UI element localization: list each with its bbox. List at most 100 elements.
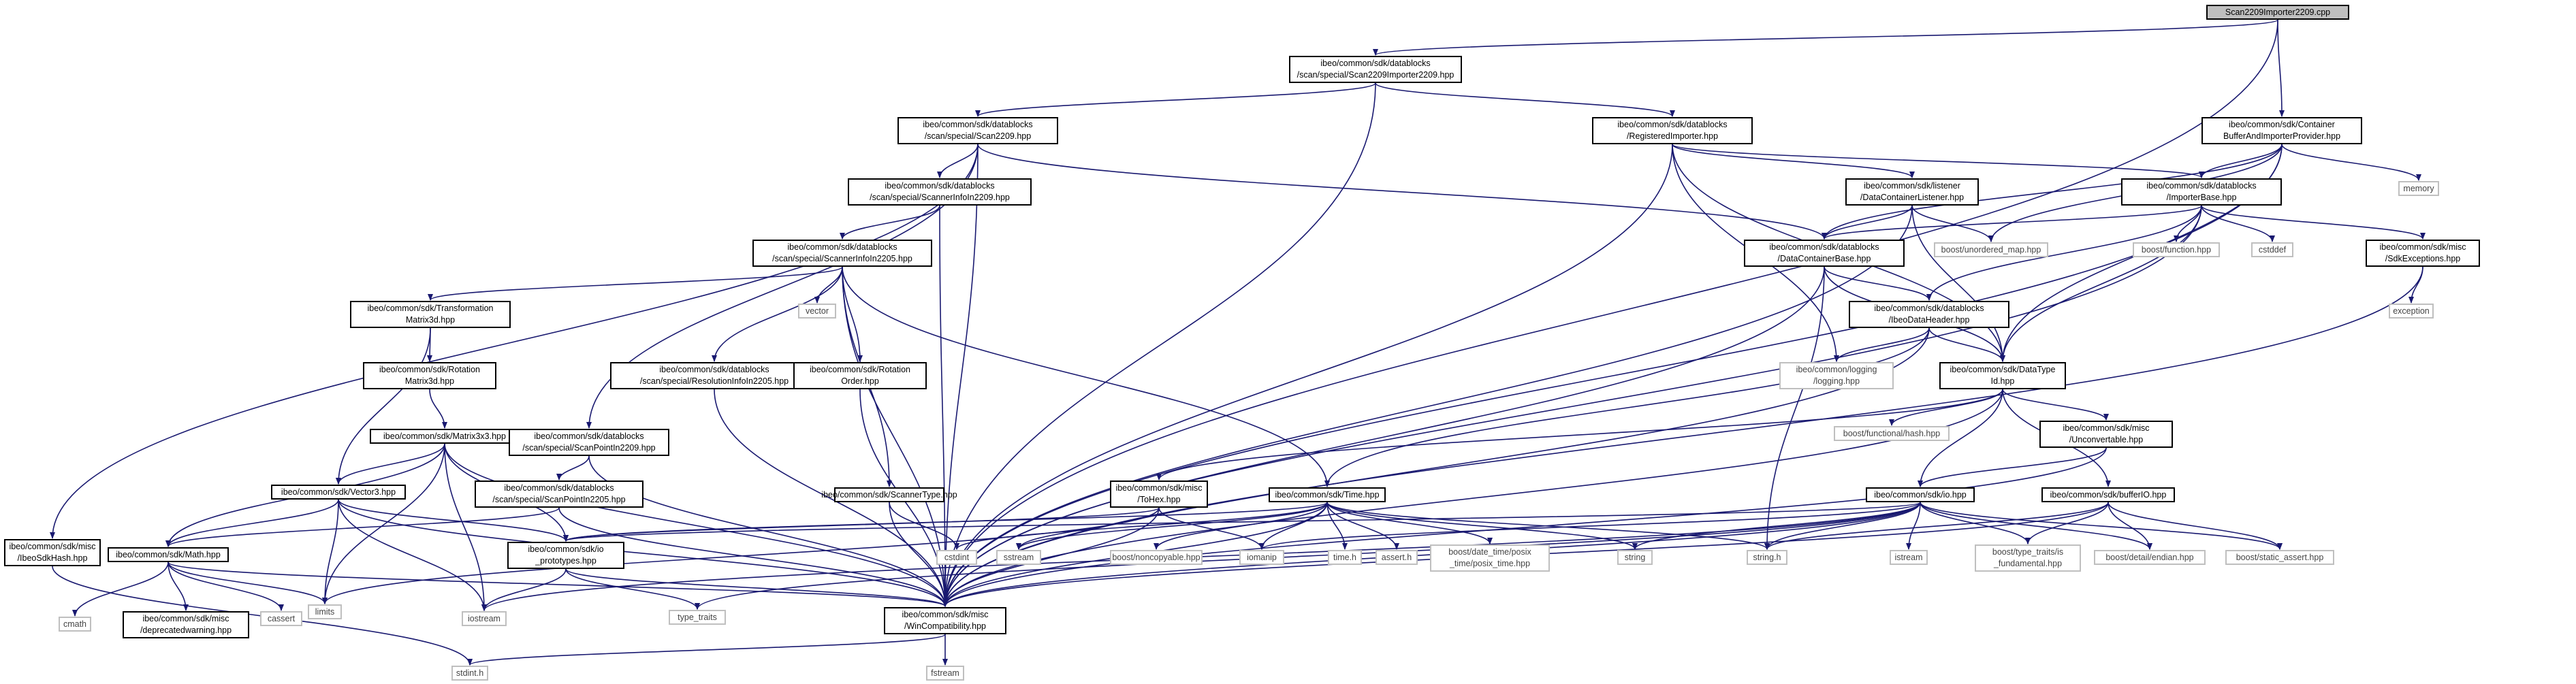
node-resinfo[interactable]: ibeo/common/sdk/datablocks/scan/special/…: [610, 362, 818, 389]
node-label: Order.hpp: [841, 376, 879, 386]
node-label: cstddef: [2258, 244, 2287, 255]
edge-impbase-to-dcbase: [1822, 205, 2202, 240]
node-label: /ImporterBase.hpp: [2166, 193, 2237, 202]
node-tohex[interactable]: ibeo/common/sdk/misc/ToHex.hpp: [1110, 481, 1208, 508]
node-label: ibeo/common/sdk/datablocks: [659, 365, 769, 374]
edge-vec3-to-iostream: [338, 499, 487, 611]
node-vec3[interactable]: ibeo/common/sdk/Vector3.hpp: [271, 485, 406, 500]
node-label: /scan/special/ScannerInfoIn2209.hpp: [870, 193, 1010, 202]
edge-tohex-to-wincompat: [942, 507, 1160, 607]
edge-sinfo2205-to-resinfo: [712, 266, 843, 362]
node-unconv[interactable]: ibeo/common/sdk/misc/Unconvertable.hpp: [2039, 421, 2173, 448]
node-label: ibeo/common/sdk/listener: [1864, 181, 1960, 191]
node-label: /WinCompatibility.hpp: [904, 621, 986, 631]
node-cstdint: cstdint: [936, 550, 977, 565]
node-ioproto[interactable]: ibeo/common/sdk/io_prototypes.hpp: [507, 542, 624, 569]
edge-time-to-noncopy: [1154, 502, 1328, 550]
node-sp2209[interactable]: ibeo/common/sdk/datablocks/scan/special/…: [509, 429, 669, 456]
node-label: ibeo/common/sdk/datablocks: [1769, 242, 1879, 252]
node-imp[interactable]: ibeo/common/sdk/datablocks/scan/special/…: [1289, 56, 1462, 83]
node-label: boost/date_time/posix: [1448, 547, 1531, 557]
node-asserth: assert.h: [1376, 550, 1418, 565]
node-typetraits: type_traits: [669, 610, 726, 625]
node-label: /scan/special/Scan2209Importer2209.hpp: [1297, 70, 1454, 80]
edge-resinfo-to-wincompat: [714, 389, 948, 607]
edge-sdkexc-to-exception: [2408, 266, 2423, 304]
node-vector: vector: [798, 304, 836, 319]
edge-sinfo2209-to-wincompat: [939, 205, 948, 607]
node-dcl[interactable]: ibeo/common/sdk/listener/DataContainerLi…: [1845, 178, 1979, 206]
edge-time-to-cstdint: [954, 502, 1328, 550]
node-bfhash: boost/functional/hash.hpp: [1834, 426, 1950, 441]
node-ibeohdr[interactable]: ibeo/common/sdk/datablocks/IbeoDataHeade…: [1849, 301, 2009, 328]
node-label: fstream: [931, 668, 959, 678]
node-stype[interactable]: ibeo/common/sdk/ScannerType.hpp: [821, 487, 957, 502]
edge-vec3-to-limits: [322, 499, 339, 604]
node-regimp[interactable]: ibeo/common/sdk/datablocks/RegisteredImp…: [1592, 117, 1753, 144]
edge-rot-to-mat3: [429, 389, 447, 429]
node-sinfo2205[interactable]: ibeo/common/sdk/datablocks/scan/special/…: [752, 240, 932, 267]
node-mat3[interactable]: ibeo/common/sdk/Matrix3x3.hpp: [370, 429, 520, 444]
edge-ibeohdr-to-logging: [1834, 327, 1930, 362]
node-io[interactable]: ibeo/common/sdk/io.hpp: [1866, 487, 1975, 502]
node-tfund: boost/type_traits/is_fundamental.hpp: [1975, 544, 2081, 572]
node-label: time.h: [1333, 552, 1357, 562]
node-label: Matrix3d.hpp: [404, 376, 455, 386]
edge-io-to-typetraits: [695, 502, 1921, 610]
edge-sinfo2205-to-tmat: [428, 266, 843, 301]
node-label: iostream: [468, 613, 500, 623]
edge-bufio-to-sassert: [2108, 502, 2283, 550]
node-label: iomanip: [1247, 552, 1277, 562]
edge-io-to-endian: [1920, 502, 2152, 550]
edge-unconv-to-wincompat: [942, 447, 2107, 607]
node-math[interactable]: ibeo/common/sdk/Math.hpp: [108, 547, 229, 562]
node-label: vector: [805, 306, 829, 316]
node-sdkhash[interactable]: ibeo/common/sdk/misc/IbeoSdkHash.hpp: [4, 539, 101, 566]
node-label: ibeo/common/sdk/Math.hpp: [116, 549, 221, 559]
edge-imp-to-regimp: [1375, 82, 1675, 117]
edge-io-to-istream: [1906, 502, 1921, 550]
edge-io-to-ioproto: [563, 502, 1921, 542]
node-sp2205[interactable]: ibeo/common/sdk/datablocks/scan/special/…: [475, 481, 643, 508]
edge-sinfo2205-to-rotorder: [842, 266, 863, 362]
node-label: _prototypes.hpp: [535, 556, 597, 566]
node-label: _fundamental.hpp: [1993, 559, 2063, 568]
node-label: /Unconvertable.hpp: [2069, 435, 2144, 444]
node-label: ibeo/common/sdk/datablocks: [787, 242, 897, 252]
node-sdkexc[interactable]: ibeo/common/sdk/misc/SdkExceptions.hpp: [2366, 240, 2480, 267]
edge-time-to-ioproto: [563, 502, 1328, 542]
node-label: /scan/special/ScannerInfoIn2205.hpp: [772, 254, 912, 263]
node-label: cmath: [63, 619, 87, 629]
node-exception: exception: [2389, 304, 2434, 319]
node-label: ibeo/common/sdk/DataType: [1950, 365, 2056, 374]
node-sinfo2209[interactable]: ibeo/common/sdk/datablocks/scan/special/…: [848, 178, 1032, 206]
node-label: Id.hpp: [1990, 376, 2015, 386]
edge-dtype-to-io: [1918, 389, 2003, 487]
node-wincompat[interactable]: ibeo/common/sdk/misc/WinCompatibility.hp…: [884, 607, 1006, 634]
node-limits: limits: [308, 604, 342, 619]
node-time[interactable]: ibeo/common/sdk/Time.hpp: [1269, 487, 1386, 502]
node-cmath: cmath: [59, 617, 91, 632]
edge-dcbase-to-stringh: [1764, 266, 1825, 550]
node-label: stdint.h: [456, 668, 484, 678]
node-label: BufferAndImporterProvider.hpp: [2223, 131, 2341, 141]
node-label: ibeo/common/sdk/misc: [9, 542, 96, 551]
node-posix: boost/date_time/posix_time/posix_time.hp…: [1430, 544, 1550, 572]
edge-cbip-to-memory: [2281, 144, 2421, 181]
node-deprec[interactable]: ibeo/common/sdk/misc/deprecatedwarning.h…: [123, 611, 249, 638]
node-label: boost/unordered_map.hpp: [1941, 244, 2041, 255]
node-dcbase[interactable]: ibeo/common/sdk/datablocks/DataContainer…: [1744, 240, 1905, 267]
node-scan2209[interactable]: ibeo/common/sdk/datablocks/scan/special/…: [897, 117, 1058, 144]
node-fstream: fstream: [926, 666, 964, 681]
node-bufio[interactable]: ibeo/common/sdk/bufferIO.hpp: [2041, 487, 2175, 502]
node-istream: istream: [1890, 550, 1928, 565]
edge-dtype-to-unconv: [2002, 389, 2109, 421]
node-impbase[interactable]: ibeo/common/sdk/datablocks/ImporterBase.…: [2121, 178, 2282, 206]
edge-root-to-cbip: [2277, 19, 2285, 117]
